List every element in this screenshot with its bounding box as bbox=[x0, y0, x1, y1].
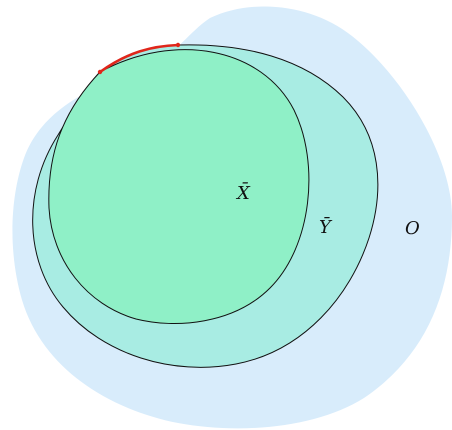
label-y: Ȳ bbox=[319, 215, 333, 238]
highlight-arc bbox=[98, 43, 180, 74]
label-o: O bbox=[405, 218, 420, 239]
arc-endpoint-left bbox=[97, 69, 103, 75]
label-x: X̄ bbox=[235, 181, 251, 204]
arc-endpoint-right bbox=[175, 42, 181, 48]
region-x bbox=[48, 49, 310, 325]
